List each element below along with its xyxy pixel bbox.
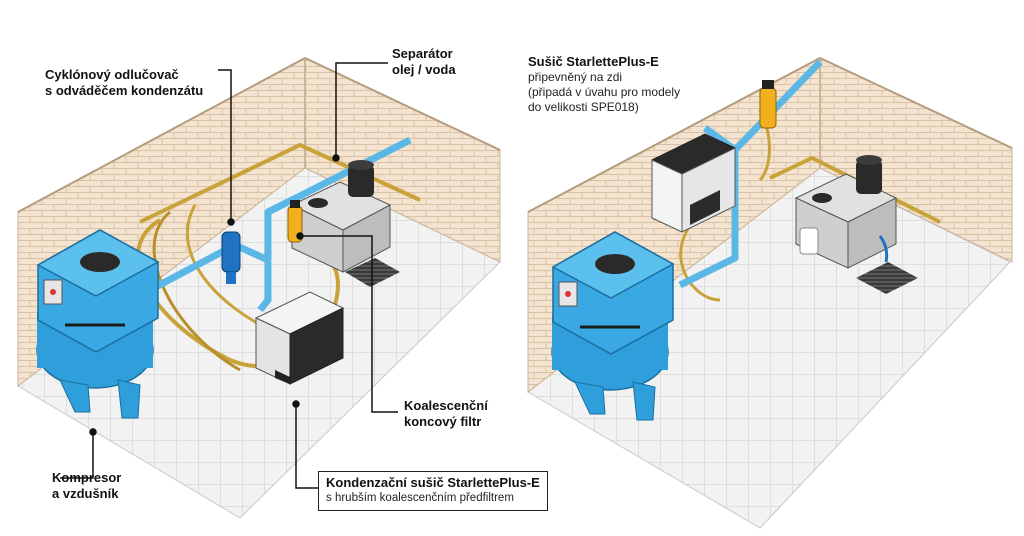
leader-dryer	[295, 404, 318, 489]
left-cyclone-separator	[221, 231, 241, 284]
right-wall-hose	[769, 155, 941, 224]
label-compressor: Kompresor a vzdušník	[52, 470, 121, 502]
label-separator-line1: Separátor	[392, 46, 453, 61]
label-cyclone-separator: Cyklónový odlučovač s odváděčem kondenzá…	[45, 67, 203, 99]
leader-compressor	[60, 432, 94, 479]
right-room	[527, 56, 1013, 529]
label-wall-dryer-line2: (připadá v úvahu pro modely	[528, 85, 681, 99]
right-floor-drain	[856, 262, 918, 294]
left-dryer	[254, 291, 345, 385]
leader-separator	[335, 62, 388, 158]
label-compressor-line1: Kompresor	[52, 470, 122, 485]
label-coalescing-filter: Koalescenční koncový filtr	[404, 398, 488, 430]
label-dryer-box: Kondenzační sušič StarlettePlus-E s hrub…	[318, 471, 548, 511]
leader-coalescing	[300, 235, 398, 413]
label-dryer-title: Kondenzační sušič StarlettePlus-E	[326, 475, 540, 490]
right-wall-dryer	[650, 133, 737, 233]
left-oil-water-separator	[290, 160, 392, 273]
label-coalescing-line2: koncový filtr	[404, 414, 482, 429]
label-wall-dryer-line3: do velikosti SPE018)	[528, 100, 639, 114]
right-oil-water-separator	[794, 155, 898, 269]
label-cyclone-line2: s odváděčem kondenzátu	[45, 83, 204, 98]
label-separator-line2: olej / voda	[392, 62, 456, 77]
leader-lines	[60, 62, 398, 489]
leader-cyclone	[218, 69, 232, 222]
right-compressor	[551, 231, 675, 421]
label-wall-dryer-line1: připevněný na zdi	[528, 70, 623, 84]
right-filter	[759, 80, 777, 129]
label-dryer-subtitle: s hrubším koalescenčním předfiltrem	[326, 492, 514, 504]
label-compressor-line2: a vzdušník	[52, 486, 119, 501]
left-compressor	[36, 229, 160, 419]
label-cyclone-line1: Cyklónový odlučovač	[45, 67, 179, 82]
label-wall-dryer-title: Sušič StarlettePlus-E	[528, 54, 659, 69]
left-wall-hose	[139, 142, 421, 224]
left-room	[17, 56, 501, 519]
left-air-pipe	[148, 136, 412, 294]
label-wall-dryer: Sušič StarlettePlus-E připevněný na zdi …	[528, 54, 680, 115]
label-oil-water-separator: Separátor olej / voda	[392, 46, 456, 78]
label-coalescing-line1: Koalescenční	[404, 398, 488, 413]
